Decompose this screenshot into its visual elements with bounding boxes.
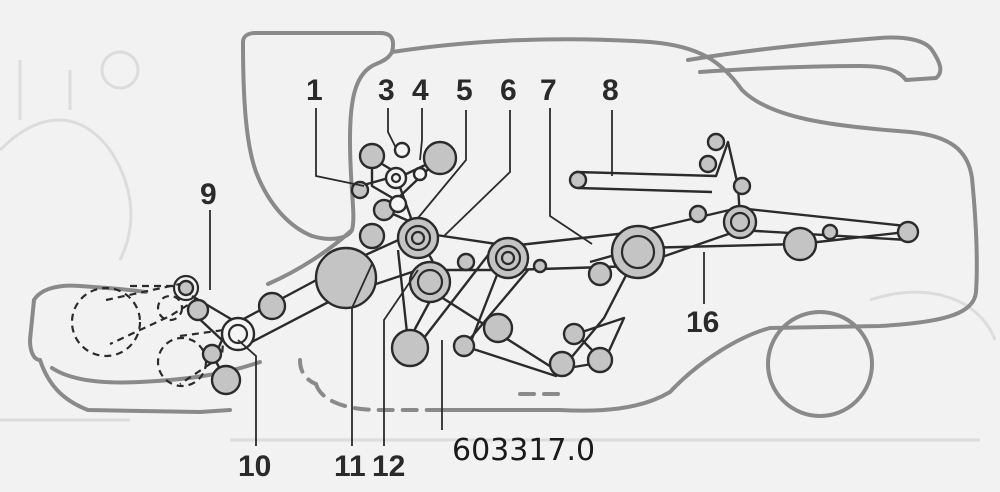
callout-9: 9 <box>200 178 217 211</box>
leader-7 <box>549 108 593 245</box>
background-ghost <box>0 50 997 442</box>
callout-16: 16 <box>686 306 719 339</box>
leader-5 <box>417 110 467 219</box>
callout-3: 3 <box>378 74 395 107</box>
pulleys <box>70 132 920 396</box>
leader-10 <box>237 339 257 446</box>
callout-4: 4 <box>412 74 429 107</box>
leader-11 <box>351 263 373 446</box>
callout-8: 8 <box>602 74 619 107</box>
leader-lines <box>209 108 705 446</box>
pulley-engine <box>314 246 378 310</box>
belt-upper-auger <box>575 140 742 219</box>
callout-10: 10 <box>238 450 271 483</box>
leader-12 <box>383 269 419 446</box>
leader-3 <box>387 108 397 149</box>
pulley-separator <box>610 224 666 280</box>
leader-4 <box>419 108 423 161</box>
callout-12: 12 <box>372 450 405 483</box>
machine-outline <box>28 31 979 418</box>
callout-1: 1 <box>306 74 323 107</box>
callout-5: 5 <box>456 74 473 107</box>
callout-7: 7 <box>540 74 557 107</box>
pulley-header-large-dashed <box>70 286 142 358</box>
part-number: 603317.0 <box>452 433 595 468</box>
callout-11: 11 <box>334 450 366 483</box>
callout-6: 6 <box>500 74 517 107</box>
leader-1 <box>315 108 365 187</box>
leader-6 <box>443 110 511 237</box>
callout-labels: 1 3 4 5 6 7 8 9 10 11 12 16 603317.0 <box>200 74 719 483</box>
